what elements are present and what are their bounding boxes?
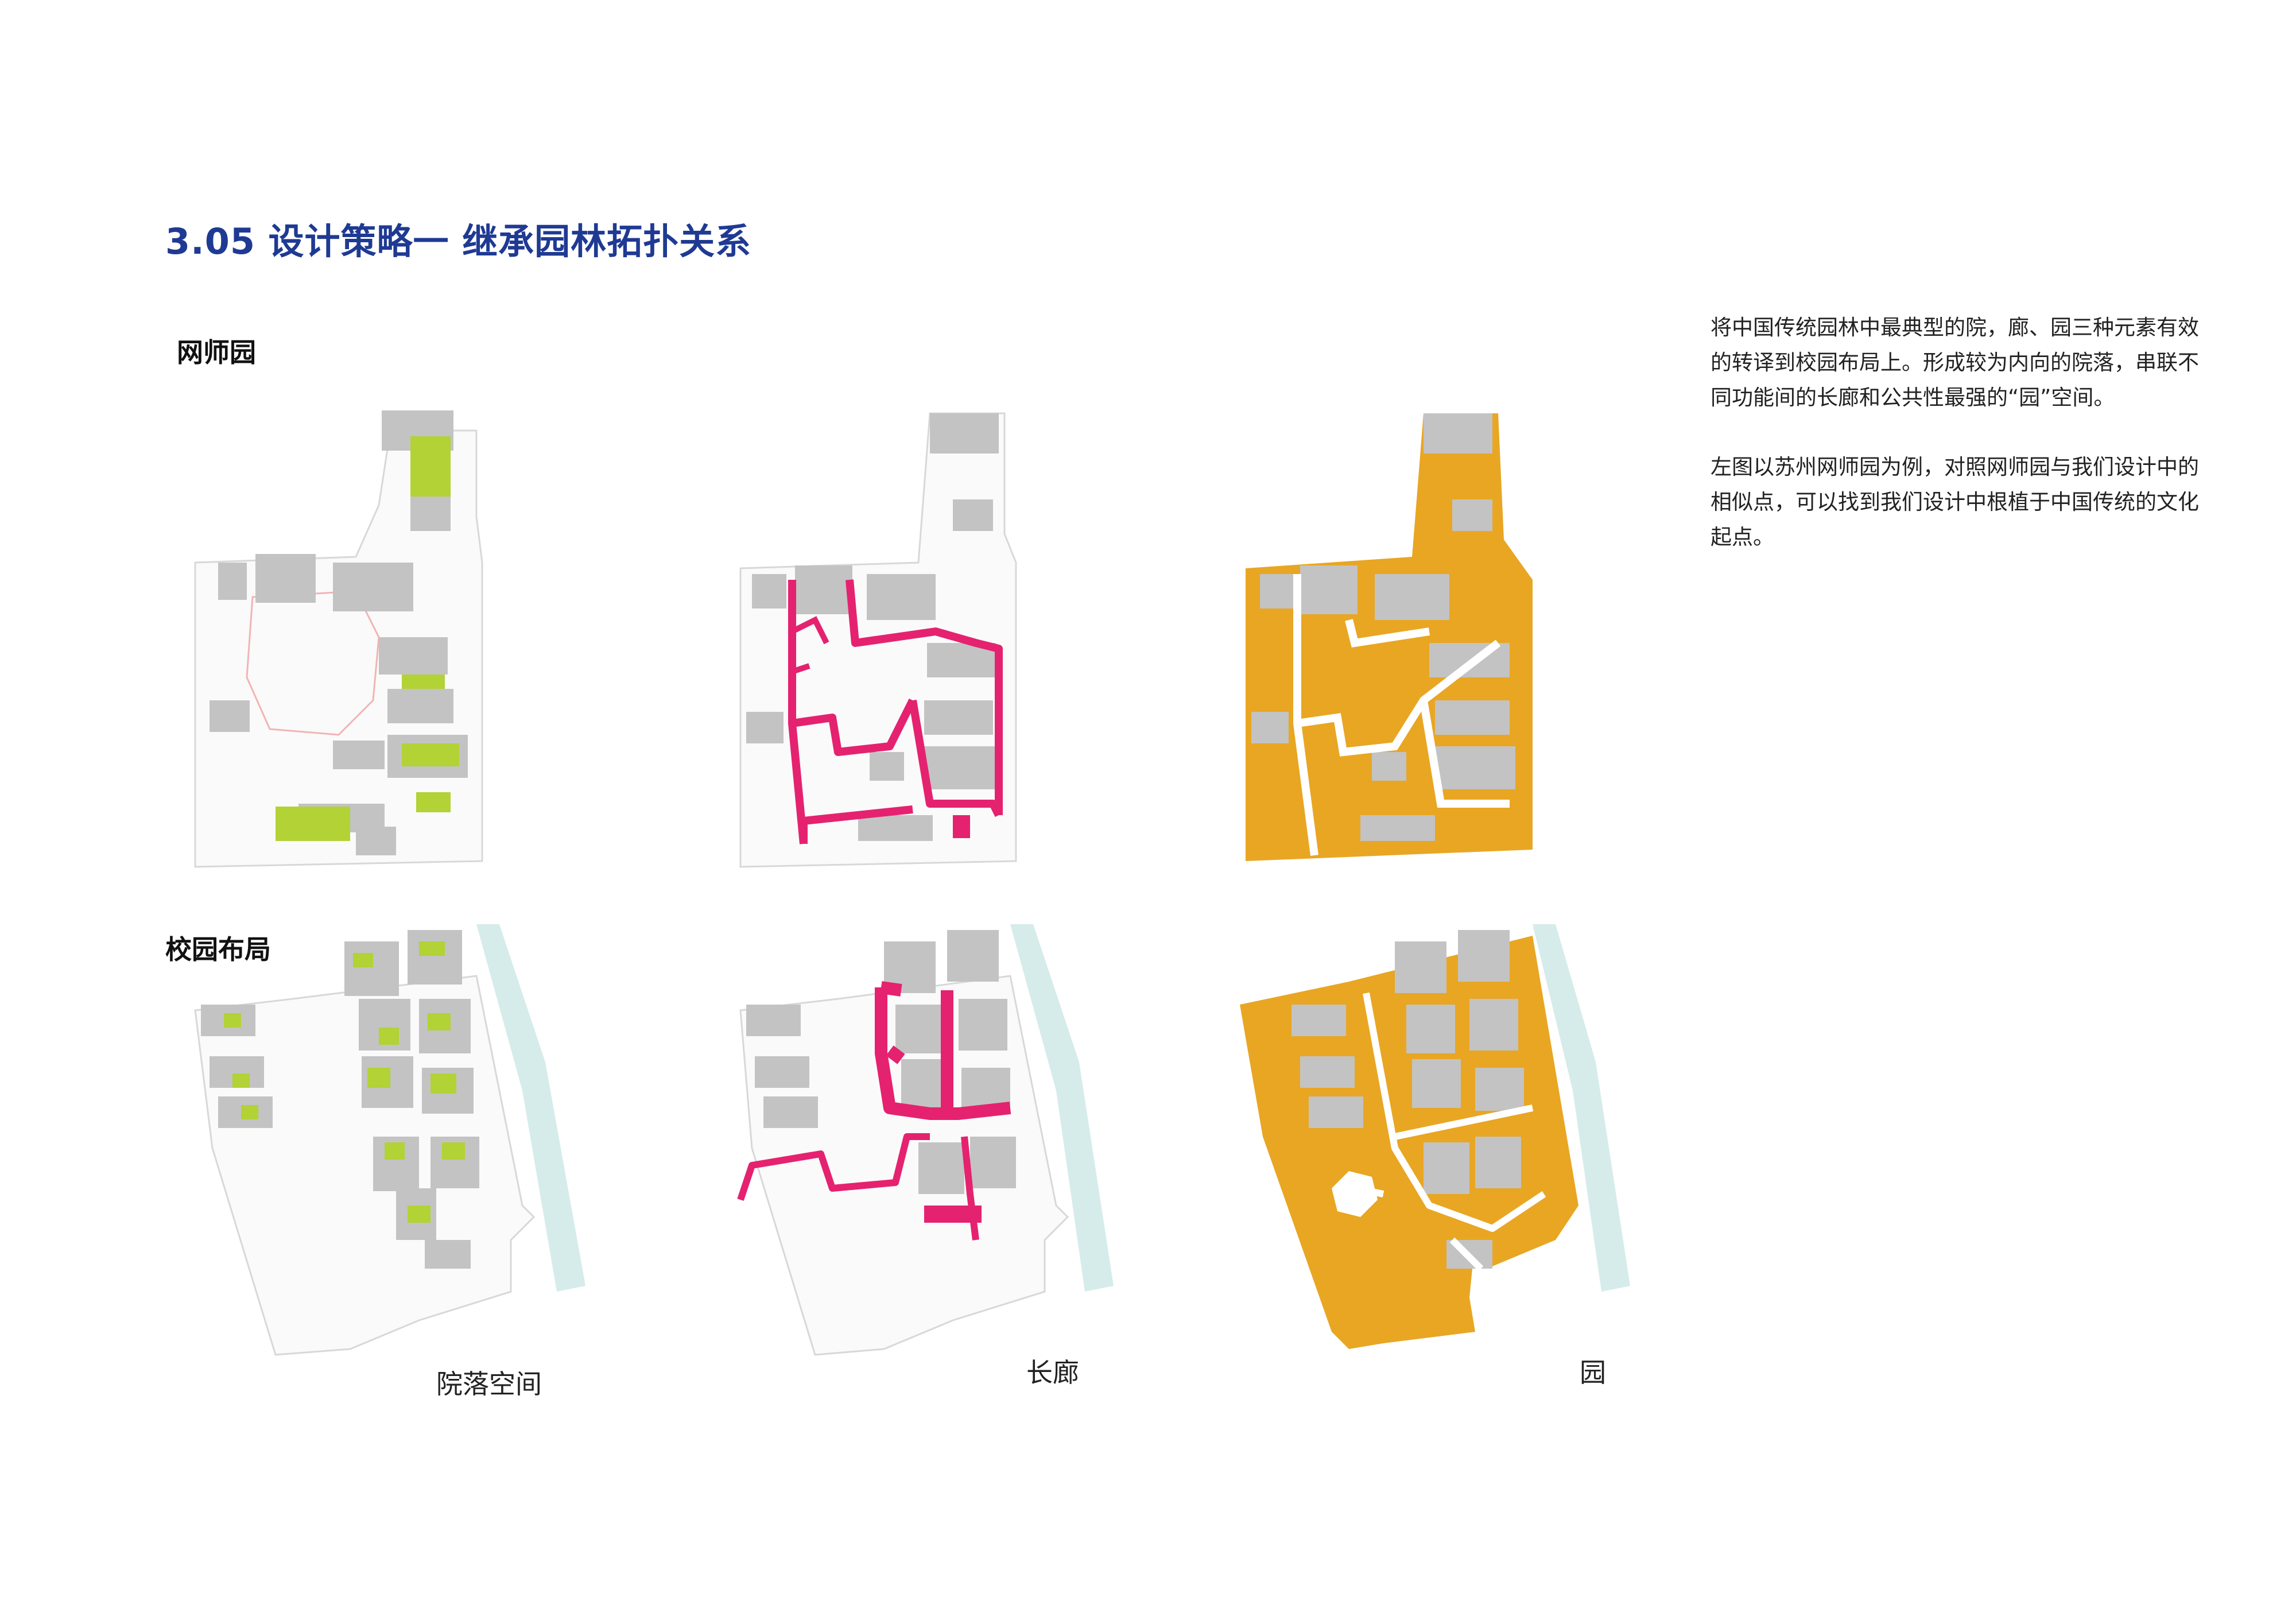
campus-courtyard-plan [194,924,585,1356]
row-label-wangshi-garden: 网师园 [177,337,256,368]
buildings [746,930,1016,1194]
corridor-block [924,1206,982,1223]
garden-paths [1353,992,1546,1272]
river [476,924,585,1292]
corridor-small [790,616,829,675]
buildings [1251,413,1515,841]
caption-garden: 园 [1580,1357,1606,1388]
corridor [875,981,1011,1120]
wangshi-garden-plan [1246,413,1533,861]
buildings [201,930,479,1269]
courtyards [276,436,459,841]
garden-pavilion [1332,1171,1378,1217]
caption-long-corridor: 长廊 [1026,1357,1079,1388]
row-label-campus-layout: 校园布局 [165,934,271,965]
river [1533,924,1630,1292]
garden-paths [1293,574,1510,856]
description: 将中国传统园林中最典型的院，廊、园三种元素有效的转译到校园布局上。形成较为内向的… [1711,310,2216,589]
description-paragraph-1: 将中国传统园林中最典型的院，廊、园三种元素有效的转译到校园布局上。形成较为内向的… [1711,315,2199,410]
description-paragraph-2: 左图以苏州网师园为例，对照网师园与我们设计中的相似点，可以找到我们设计中根植于中… [1711,455,2199,549]
wangshi-courtyard-plan [194,410,483,868]
campus-corridor-plan [737,924,1114,1356]
corridor-block [953,815,970,838]
campus-garden-plan [1240,924,1630,1349]
caption-courtyard-space: 院落空间 [436,1369,542,1400]
garden-area [1240,936,1578,1349]
buildings [1292,930,1524,1269]
corridor-lower [737,1133,979,1241]
courtyards [224,941,465,1223]
page-title: 3.05 设计策略一 继承园林拓扑关系 [165,220,752,262]
corridor [788,579,1003,844]
river [1010,924,1114,1292]
wangshi-corridor-plan [739,412,1017,868]
